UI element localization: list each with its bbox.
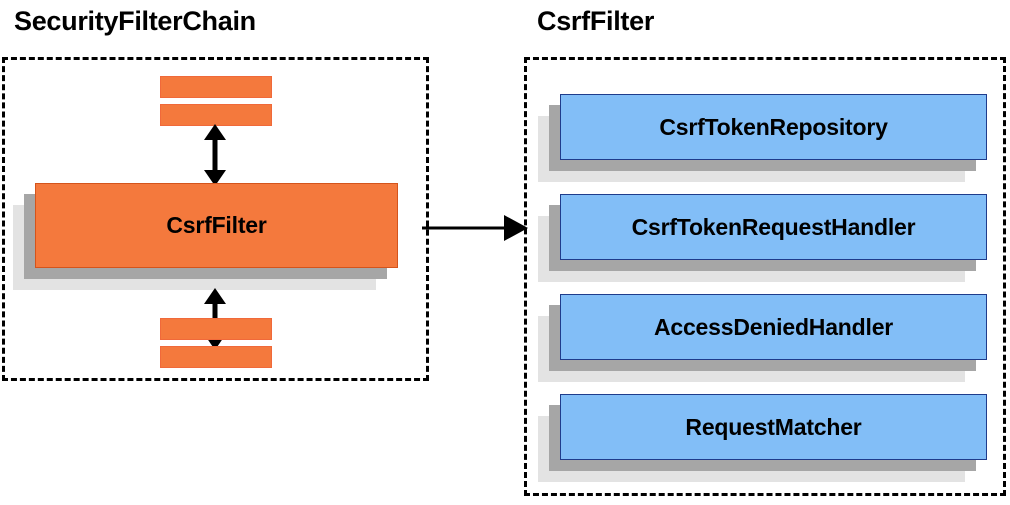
card-label: CsrfTokenRequestHandler (631, 213, 916, 240)
double-headed-arrow-up-icon (204, 124, 226, 186)
card-request-matcher[interactable]: RequestMatcher (538, 394, 987, 482)
card-label: CsrfFilter (166, 212, 267, 238)
page-title-security-filter-chain: SecurityFilterChain (14, 6, 256, 36)
card-face: RequestMatcher (560, 394, 987, 460)
card-csrf-token-repository[interactable]: CsrfTokenRepository (538, 94, 987, 182)
card-csrf-filter[interactable]: CsrfFilter (13, 183, 398, 290)
panel-security-filter-chain (2, 57, 429, 381)
filter-stub-top-2 (160, 104, 272, 126)
connector-arrow-right-icon (422, 215, 528, 241)
panel-csrf-filter (524, 57, 1006, 496)
filter-stub-bottom-2 (160, 346, 272, 368)
card-label: CsrfTokenRepository (659, 113, 888, 140)
card-face: CsrfTokenRequestHandler (560, 194, 987, 260)
filter-stub-bottom-1 (160, 318, 272, 340)
page-title-csrf-filter: CsrfFilter (537, 6, 655, 36)
card-access-denied-handler[interactable]: AccessDeniedHandler (538, 294, 987, 382)
card-face: AccessDeniedHandler (560, 294, 987, 360)
filter-stub-top-1 (160, 76, 272, 98)
card-csrf-token-request-handler[interactable]: CsrfTokenRequestHandler (538, 194, 987, 282)
card-face: CsrfFilter (35, 183, 398, 268)
card-label: AccessDeniedHandler (653, 313, 894, 340)
card-face: CsrfTokenRepository (560, 94, 987, 160)
card-label: RequestMatcher (685, 413, 862, 440)
